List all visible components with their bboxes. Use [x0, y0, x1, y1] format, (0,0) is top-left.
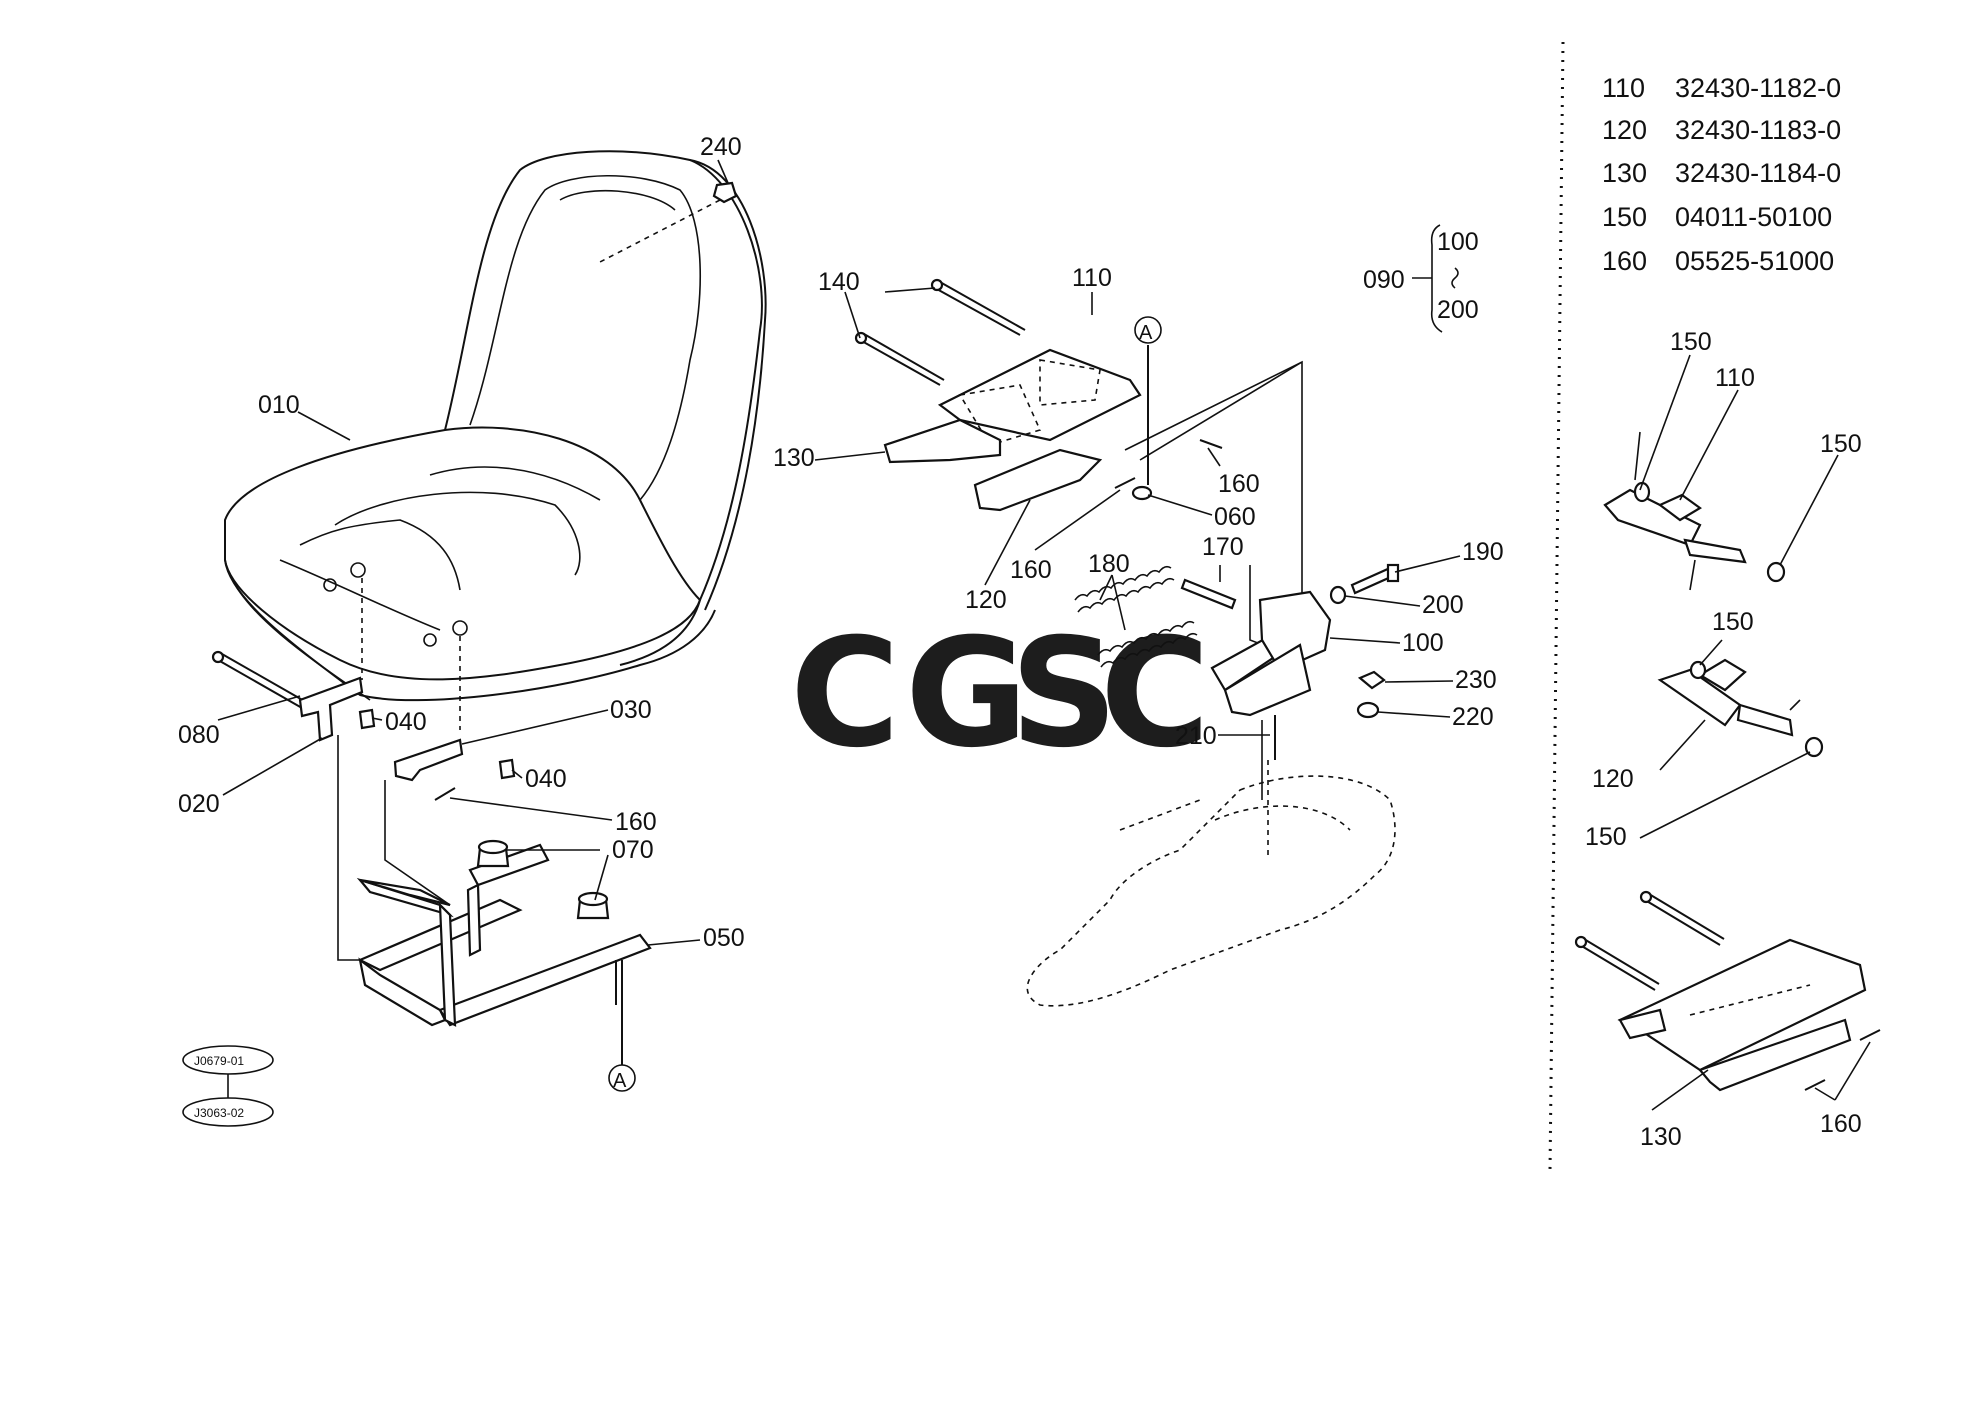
spring-2	[1097, 620, 1198, 668]
callout-040-a: 040	[385, 708, 427, 736]
parts-ref: 110	[1602, 73, 1645, 103]
callout-100: 100	[1402, 629, 1444, 657]
parts-table-row: 150 04011-50100	[1602, 202, 1832, 232]
detail-callout-110: 110	[1715, 364, 1755, 392]
callout-a-top-circle	[1134, 316, 1162, 344]
callout-040-b: 040	[525, 765, 567, 793]
detail-callout-150-c: 150	[1712, 608, 1754, 636]
callout-120: 120	[965, 586, 1007, 614]
callout-200-bracket: 200	[1437, 296, 1479, 324]
callout-030: 030	[610, 696, 652, 724]
watermark-letter-1: C	[790, 607, 900, 781]
parts-number: 04011-50100	[1675, 202, 1832, 232]
detail-callout-130: 130	[1640, 1123, 1682, 1151]
ref-code-2: J3063-02	[194, 1106, 244, 1120]
callout-090: 090	[1363, 266, 1405, 294]
callout-020: 020	[178, 790, 220, 818]
seat-drawing	[224, 150, 767, 730]
parts-number: 32430-1184-0	[1675, 158, 1841, 188]
parts-number: 05525-51000	[1675, 246, 1834, 276]
callout-190: 190	[1462, 538, 1504, 566]
section-divider	[1548, 41, 1565, 1171]
callout-080: 080	[178, 721, 220, 749]
ref-oval-2	[182, 1097, 274, 1127]
callout-a-top: A	[1139, 322, 1153, 344]
callout-160-a: 160	[1218, 470, 1260, 498]
parts-ref: 150	[1602, 202, 1647, 232]
detail-callout-150-d: 150	[1585, 823, 1627, 851]
ref-code-1: J0679-01	[194, 1054, 244, 1068]
detail-callout-120: 120	[1592, 765, 1634, 793]
callout-070: 070	[612, 836, 654, 864]
callout-160-c: 160	[615, 808, 657, 836]
callout-labels: 240 010 140 110 A 090 100 200 130 160 06…	[178, 133, 1504, 1127]
parts-table-row: 160 05525-51000	[1602, 246, 1834, 276]
detail-callout-160: 160	[1820, 1110, 1862, 1138]
detail-callout-150-a: 150	[1670, 328, 1712, 356]
callout-200: 200	[1422, 591, 1464, 619]
watermark-letter-3: S	[1010, 607, 1118, 781]
callout-140: 140	[818, 268, 860, 296]
leader-lines	[217, 159, 1461, 946]
callout-050: 050	[703, 924, 745, 952]
callout-110: 110	[1072, 264, 1112, 292]
parts-ref: 120	[1602, 115, 1647, 145]
callout-230: 230	[1455, 666, 1497, 694]
parts-table-row: 130 32430-1184-0	[1602, 158, 1841, 188]
parts-ref: 160	[1602, 246, 1647, 276]
parts-ref: 130	[1602, 158, 1647, 188]
callout-010: 010	[258, 391, 300, 419]
watermark: C G S C	[790, 607, 1210, 781]
callout-210: 210	[1175, 722, 1217, 750]
callout-100-bracket: 100	[1437, 228, 1479, 256]
parts-table: 110 32430-1182-0 120 32430-1183-0 130 32…	[1602, 73, 1841, 276]
callout-060: 060	[1214, 503, 1256, 531]
callout-160-b: 160	[1010, 556, 1052, 584]
callout-170: 170	[1202, 533, 1244, 561]
callout-220: 220	[1452, 703, 1494, 731]
spring-1	[1074, 565, 1175, 613]
seat-frame-drawing	[211, 650, 652, 1065]
parts-table-row: 120 32430-1183-0	[1602, 115, 1841, 145]
parts-table-row: 110 32430-1182-0	[1602, 73, 1841, 103]
callout-130: 130	[773, 444, 815, 472]
suspension-drawing	[854, 278, 1400, 1007]
parts-number: 32430-1183-0	[1675, 115, 1841, 145]
callout-a-bottom-circle	[608, 1064, 636, 1092]
detail-drawings: 150 110 150 150 120 150 130 160	[1574, 328, 1881, 1151]
callout-240: 240	[700, 133, 742, 161]
callout-180: 180	[1088, 550, 1130, 578]
callout-a-bottom: A	[613, 1070, 627, 1092]
parts-number: 32430-1182-0	[1675, 73, 1841, 103]
detail-callout-150-b: 150	[1820, 430, 1862, 458]
watermark-letter-4: C	[1100, 607, 1210, 781]
watermark-letter-2: G	[905, 607, 1028, 781]
